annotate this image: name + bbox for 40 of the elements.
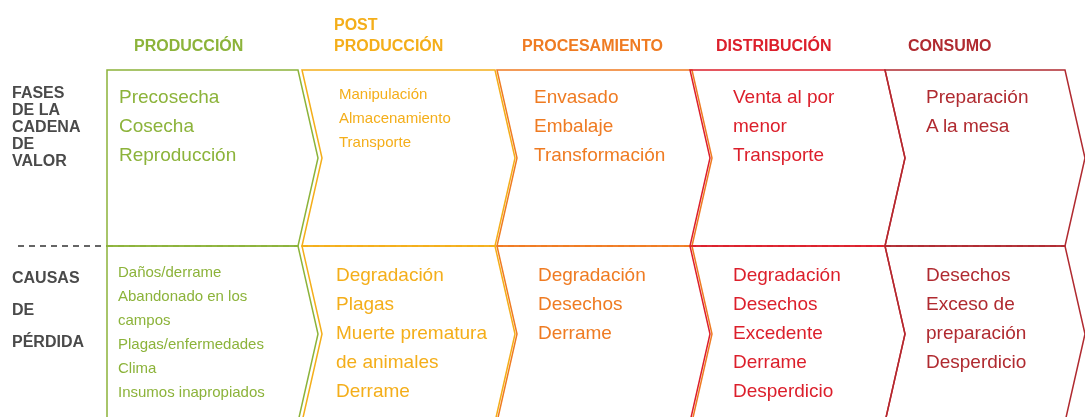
loss-cause: Degradación [733, 263, 841, 287]
loss-cause: Desechos [926, 263, 1011, 287]
column-heading: DISTRIBUCIÓN [716, 35, 833, 56]
loss-cause: Derrame [538, 321, 612, 345]
stage-item: Reproducción [119, 143, 237, 167]
loss-cause: Clima [118, 358, 157, 378]
loss-cause: Plagas [336, 292, 395, 316]
stage-item: Almacenamiento [339, 108, 451, 128]
loss-cause: Muerte prematura de animales [336, 321, 488, 374]
stage-item: Transporte [733, 143, 825, 167]
loss-cause: Derrame [336, 379, 410, 403]
stage-item: Preparación [926, 85, 1029, 109]
loss-cause: Desperdicio [733, 379, 834, 403]
column-heading: PRODUCCIÓN [134, 35, 245, 56]
stage-item: Venta al por menor [733, 85, 836, 138]
loss-cause: Degradación [538, 263, 646, 287]
loss-cause: Plagas/enfermedades [118, 334, 264, 354]
loss-cause: Derrame [733, 350, 807, 374]
stage-item: Transformación [534, 143, 666, 167]
column-heading: CONSUMO [908, 36, 993, 56]
loss-cause: Insumos inapropiados [118, 382, 265, 402]
column-heading: POST PRODUCCIÓN [334, 15, 445, 56]
loss-cause: Daños/derrame [118, 262, 222, 282]
stage-item: Transporte [339, 132, 411, 152]
column-heading: PROCESAMIENTO [522, 36, 665, 56]
loss-cause: Excedente [733, 321, 823, 345]
stage-item: Cosecha [119, 114, 194, 138]
loss-cause: Desechos [733, 292, 818, 316]
stage-item: Embalaje [534, 114, 614, 138]
loss-cause: Exceso de preparación [926, 292, 1028, 345]
loss-cause: Desechos [538, 292, 623, 316]
row-heading: CAUSAS DE PÉRDIDA [12, 268, 85, 352]
loss-cause: Degradación [336, 263, 444, 287]
stage-item: Envasado [534, 85, 619, 109]
stage-item: Manipulación [339, 84, 428, 104]
stage-item: Precosecha [119, 85, 220, 109]
loss-cause: Desperdicio [926, 350, 1027, 374]
stage-item: A la mesa [926, 114, 1010, 138]
loss-cause: Abandonado en los campos [118, 286, 249, 330]
row-heading: FASES DE LA CADENA DE VALOR [12, 84, 81, 169]
